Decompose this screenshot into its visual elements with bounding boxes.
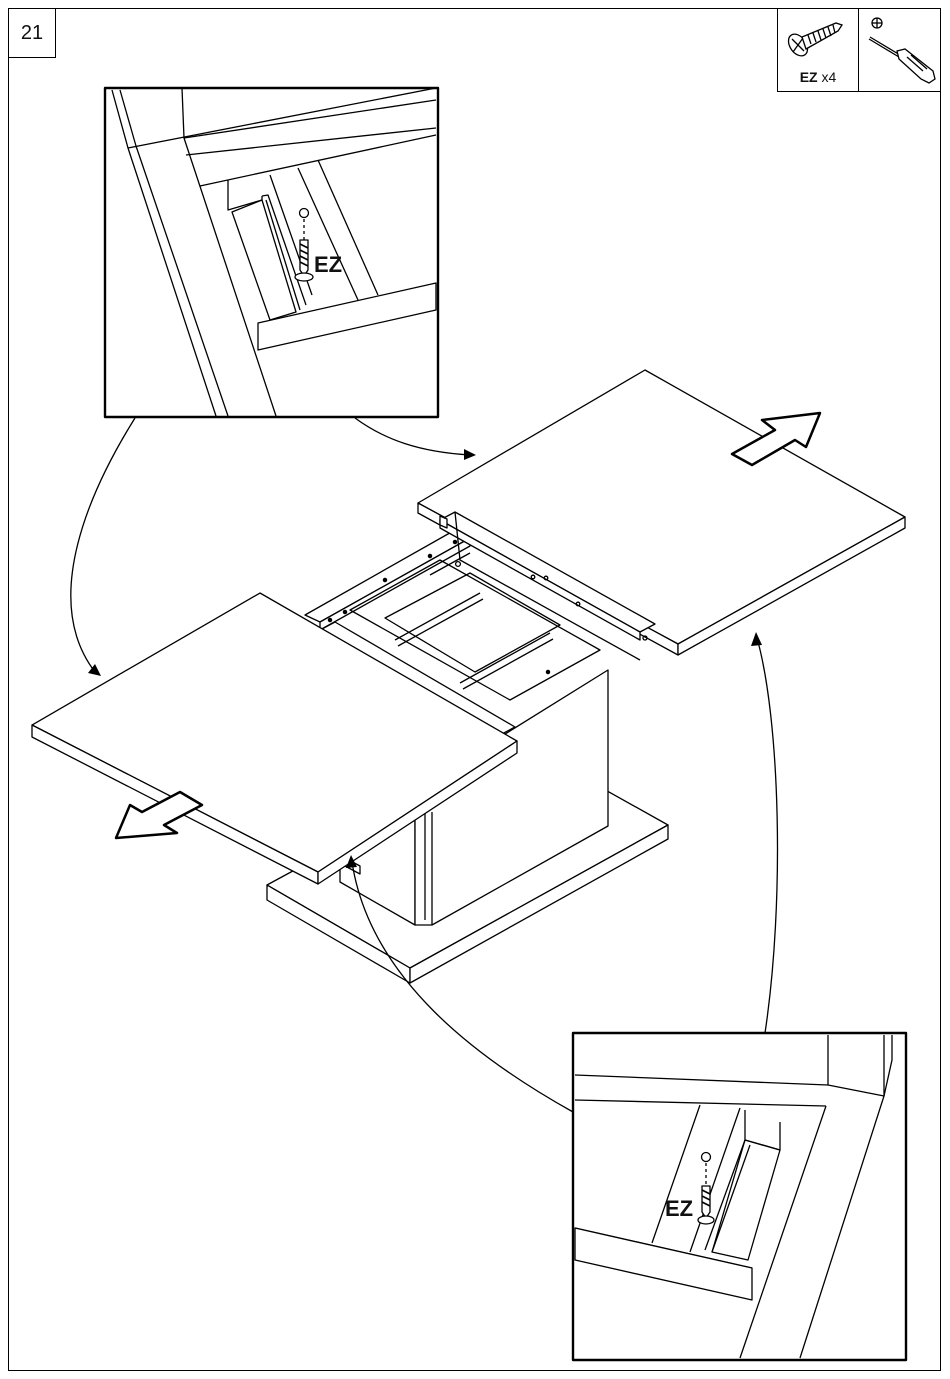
detail-callout-top: EZ <box>105 88 438 417</box>
leader-bottom-leaf <box>757 638 777 1033</box>
leader-top-left <box>71 418 135 672</box>
detail-callout-bottom: EZ <box>573 1033 906 1360</box>
screw-label-bottom: EZ <box>665 1196 693 1221</box>
table-leaf-right <box>418 370 905 660</box>
screw-label-top: EZ <box>314 252 342 277</box>
leader-top-right <box>355 418 470 455</box>
